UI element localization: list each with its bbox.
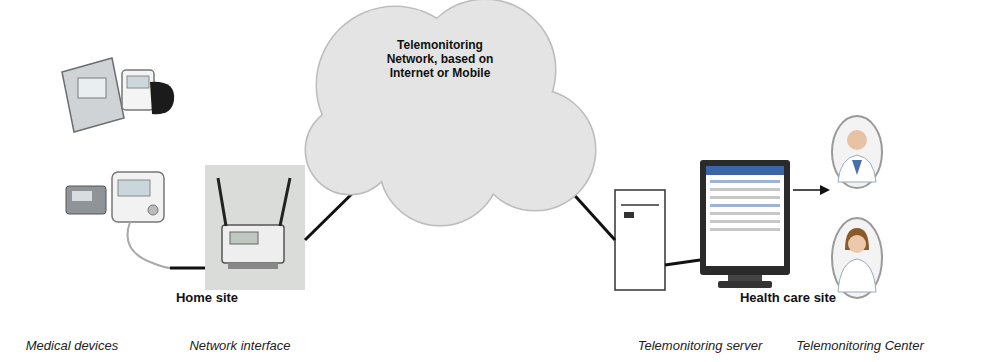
site-label: Home site [176,290,238,306]
doctor-coat [838,155,876,182]
antenna [280,178,290,226]
screen-row [710,180,780,183]
device-caption: Medical devices [26,338,119,354]
device-group: Medical devices [55,50,170,300]
device-caption: Network interface [189,338,290,354]
gateway-base [228,263,278,269]
antenna [218,178,226,226]
server-box: Telemonitoring server [615,190,665,290]
link-line [170,267,205,270]
screen-row [710,228,780,231]
link-line [575,196,615,240]
network-link [575,196,615,240]
screen-row [710,188,780,191]
link-line [665,260,700,265]
portrait-frame [832,218,882,298]
gateway-box [222,225,284,263]
arrow-line [793,189,822,191]
ecg-device [112,172,164,222]
notification-arrow [793,185,830,195]
network-interface: Network interface [205,165,305,290]
monitor-base [718,281,772,288]
portrait-frame [832,116,882,188]
monitor-screen [706,166,784,266]
link-line [305,194,352,240]
blood-pressure-monitor [122,70,154,110]
network-link [665,260,700,265]
scale-device [62,58,124,132]
server-case [615,190,665,290]
device-caption: Telemonitoring Center [796,338,923,354]
doctor-coat [838,259,876,292]
screen-row [710,196,780,199]
cloud-lobe [380,105,500,225]
bp-cuff [150,82,174,114]
photo-ground [205,165,305,290]
monitor-neck [728,275,762,281]
scale-display [78,78,106,98]
doctor-tie [852,160,862,175]
screen-row [710,212,780,215]
monitoring-station: Telemonitoring Center [700,160,790,290]
glucose-meter [66,186,106,214]
meter-display [72,191,92,201]
monitor-picture [700,160,790,288]
device-button [148,205,158,215]
network-interface-picture [205,165,305,290]
doctor-head [848,235,866,253]
screen-row [710,204,780,207]
screen-row [710,220,780,223]
site-label: Health care site [740,290,836,306]
monitor-bezel [700,160,790,275]
doctor-portraits [832,116,882,298]
doctor-head [847,130,867,150]
network-link [305,194,352,240]
cloud-shape [290,0,600,228]
cloud-lobe [380,105,500,225]
arrow-head [820,185,830,195]
network-cloud: Telemonitoring Network, based on Interne… [290,0,600,228]
screen-header [706,166,784,175]
device-cable [128,222,171,268]
bp-display [127,76,149,88]
ecg-display [118,180,150,196]
server-bay [621,204,659,206]
cloud-lobe [306,106,394,194]
device-caption: Telemonitoring server [638,338,763,354]
cloud-label: Telemonitoring Network, based on Interne… [378,38,502,80]
medical-devices-picture [62,58,174,268]
server-picture [615,190,665,290]
network-link [170,268,205,269]
cloud-lobe [306,106,394,194]
gateway-display [230,232,258,244]
server-led [624,212,634,218]
